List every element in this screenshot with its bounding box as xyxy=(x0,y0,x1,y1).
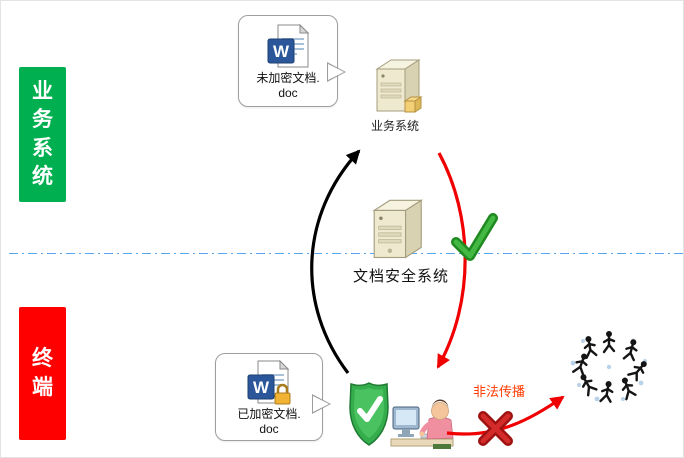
arrow-download xyxy=(436,152,467,369)
storage-box-icon xyxy=(403,96,423,113)
arrow-upload xyxy=(310,149,361,374)
red-cross-icon xyxy=(478,411,513,446)
zone-divider-line xyxy=(9,253,683,254)
zone-terminal-text: 终端 xyxy=(32,347,53,399)
business-server-icon xyxy=(375,59,423,113)
callout-unencrypted-line2: doc xyxy=(278,86,298,100)
crowd-icon xyxy=(570,329,651,404)
zone-label-terminal: 终端 xyxy=(19,307,66,440)
zone-business-text: 业务系统 xyxy=(32,79,53,188)
callout-unencrypted-doc: W 未加密文档. doc xyxy=(238,15,346,107)
zone-label-business: 业务系统 xyxy=(19,67,66,202)
word-document-icon: W xyxy=(267,23,310,68)
illegal-spread-label: 非法传播 xyxy=(473,384,526,399)
security-server-icon xyxy=(372,199,424,259)
word-document-lock-icon: W xyxy=(247,359,291,405)
green-check-icon xyxy=(451,213,498,261)
callout-encrypted-line1: 已加密文档. xyxy=(237,406,301,421)
svg-text:W: W xyxy=(273,42,290,61)
svg-text:W: W xyxy=(253,378,270,397)
callout-encrypted-doc: W 已加密文档. doc xyxy=(215,353,331,441)
user-at-computer-shield-icon xyxy=(349,382,454,449)
callout-encrypted-line2: doc xyxy=(259,422,279,436)
business-server-label: 业务系统 xyxy=(370,119,419,133)
callout-unencrypted-line1: 未加密文档. xyxy=(256,70,320,85)
security-server-label: 文档安全系统 xyxy=(352,269,449,285)
arrow-illegal-spread xyxy=(446,395,565,436)
